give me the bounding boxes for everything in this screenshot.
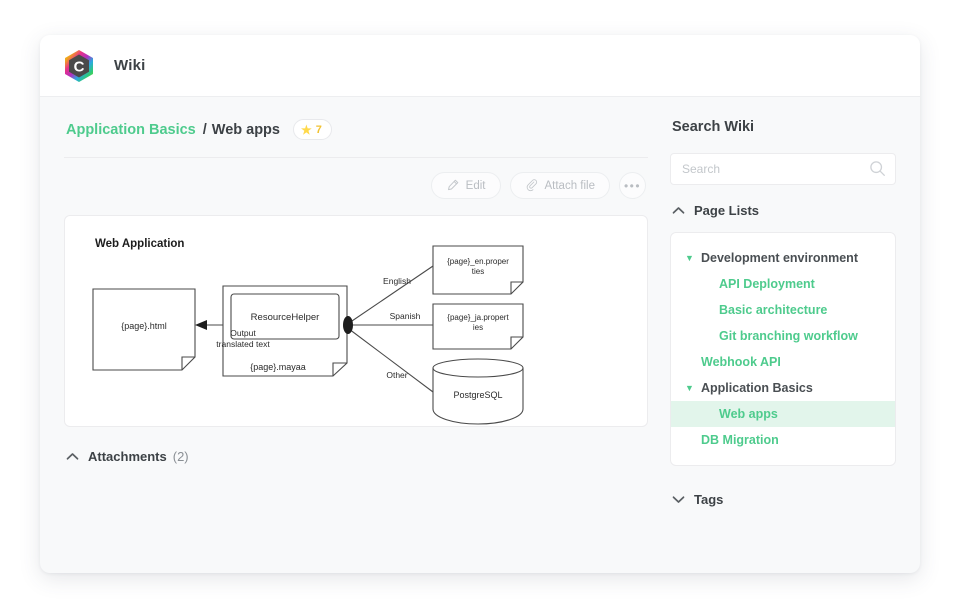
chevron-up-icon [66, 452, 79, 461]
triangle-down-icon: ▼ [685, 252, 694, 263]
search-wiki-heading: Search Wiki [672, 119, 755, 135]
edge-other: Other [386, 370, 407, 380]
tree-item-db-migration[interactable]: DB Migration [671, 427, 895, 453]
star-badge[interactable]: ★ 7 [292, 119, 332, 140]
sidebar: Search Wiki Page Lists [670, 119, 896, 507]
header-divider [64, 157, 648, 158]
attachments-section-toggle[interactable]: Attachments (2) [64, 449, 648, 464]
tree-item-development-environment[interactable]: ▼ Development environment [671, 245, 895, 271]
breadcrumb-separator: / [202, 121, 207, 138]
page-actions-toolbar: Edit Attach file ••• [64, 172, 648, 199]
tags-label: Tags [694, 492, 724, 507]
attach-file-button[interactable]: Attach file [509, 172, 610, 199]
breadcrumb: Application Basics / Web apps ★ 7 [64, 119, 648, 140]
pencil-icon [446, 179, 459, 192]
tree-item-webhook-api[interactable]: Webhook API [671, 349, 895, 375]
web-application-diagram: {page}.html ResourceHelper {page}.mayaa … [92, 245, 524, 425]
svg-text:C: C [74, 58, 85, 75]
triangle-down-icon: ▼ [685, 382, 694, 393]
tree-item-label: Web apps [719, 407, 778, 421]
tree-item-web-apps[interactable]: Web apps [671, 401, 895, 427]
app-header: C Wiki [40, 35, 920, 97]
arrow-head-output [195, 320, 207, 330]
tree-item-basic-architecture[interactable]: Basic architecture [671, 297, 895, 323]
search-icon[interactable] [869, 160, 886, 182]
search-input[interactable] [670, 153, 896, 185]
page-list-tree: ▼ Development environment API Deployment… [670, 232, 896, 466]
tree-item-label: Development environment [701, 251, 858, 265]
tree-item-api-deployment[interactable]: API Deployment [671, 271, 895, 297]
tree-item-application-basics[interactable]: ▼ Application Basics [671, 375, 895, 401]
tree-item-git-branching-workflow[interactable]: Git branching workflow [671, 323, 895, 349]
app-title: Wiki [114, 57, 146, 74]
wiki-app-card: C Wiki Application Basics / Web apps ★ 7 [40, 35, 920, 573]
edge-english: English [383, 276, 411, 286]
tree-item-label: DB Migration [701, 433, 779, 447]
tree-item-label: Webhook API [701, 355, 781, 369]
backlog-hexagon-logo-icon[interactable]: C [62, 49, 96, 83]
attach-file-button-label: Attach file [544, 179, 596, 192]
tags-section-toggle[interactable]: Tags [670, 492, 896, 507]
diagram-title: Web Application [95, 238, 185, 250]
node-resource-helper: ResourceHelper [251, 312, 320, 323]
edit-button-label: Edit [465, 179, 486, 192]
attachments-count: (2) [172, 449, 189, 464]
star-count: 7 [315, 123, 322, 136]
more-options-button[interactable]: ••• [619, 172, 646, 199]
chevron-up-icon [672, 206, 685, 215]
ellipsis-icon: ••• [623, 178, 642, 193]
tree-item-label: Basic architecture [719, 303, 828, 317]
chevron-down-icon [672, 495, 685, 504]
page-content-diagram: Web Application [64, 215, 648, 427]
page-lists-section-toggle[interactable]: Page Lists [670, 203, 896, 218]
edge-output-line1: Output [230, 328, 256, 338]
app-body: Application Basics / Web apps ★ 7 [40, 97, 920, 507]
node-page-html: {page}.html [121, 321, 167, 331]
tree-item-label: Application Basics [701, 381, 813, 395]
page-lists-label: Page Lists [694, 203, 760, 218]
attachments-label: Attachments [88, 449, 167, 464]
node-ja-properties-line1: {page}_ja.propert [447, 313, 509, 322]
node-en-properties-line2: ties [472, 267, 484, 276]
edge-output-line2: translated text [216, 339, 270, 349]
paperclip-icon [525, 179, 538, 192]
breadcrumb-current-page: Web apps [211, 121, 280, 138]
tree-item-label: Git branching workflow [719, 329, 858, 343]
junction-dot [343, 316, 353, 334]
search-wiki-field [670, 153, 896, 185]
node-ja-properties-line2: ies [473, 323, 483, 332]
node-mayaa: {page}.mayaa [250, 362, 306, 372]
node-postgresql: PostgreSQL [453, 390, 502, 400]
star-icon: ★ [300, 122, 312, 137]
node-en-properties-line1: {page}_en.proper [447, 257, 509, 266]
breadcrumb-parent-link[interactable]: Application Basics [66, 121, 196, 138]
tree-item-label: API Deployment [719, 277, 815, 291]
edge-spanish: Spanish [390, 311, 421, 321]
edit-button[interactable]: Edit [430, 172, 501, 199]
main-column: Application Basics / Web apps ★ 7 [64, 119, 648, 507]
